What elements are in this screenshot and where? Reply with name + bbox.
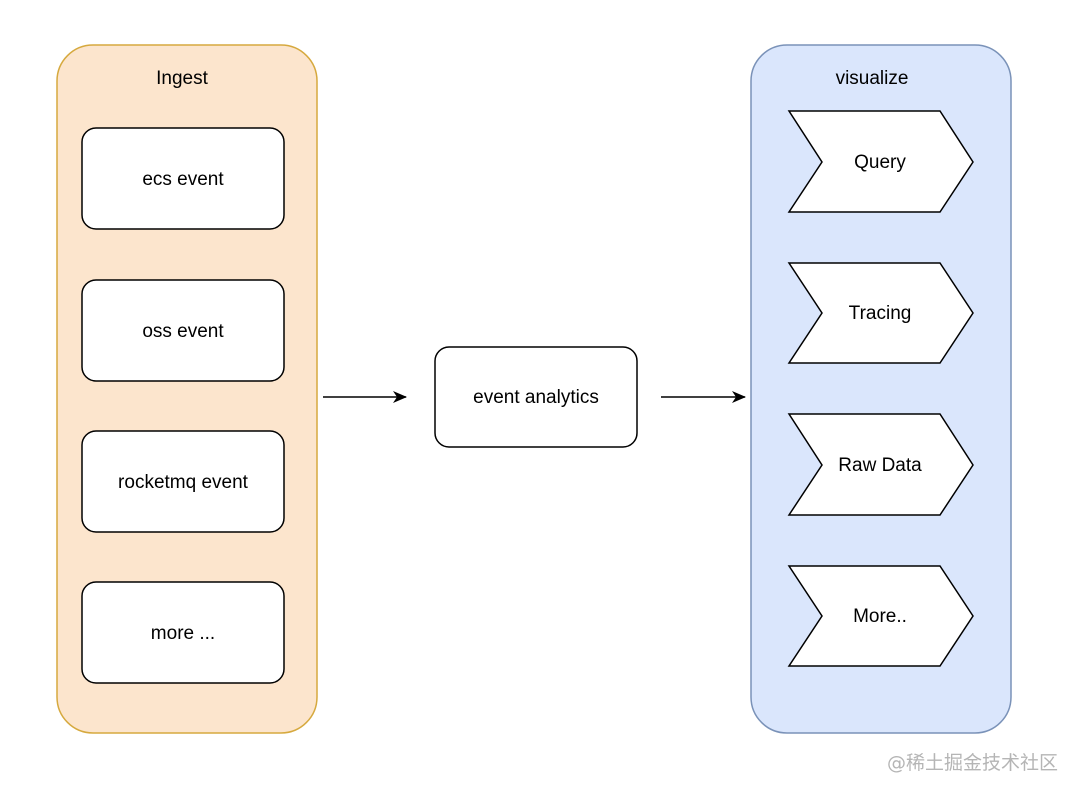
ingest-item-label: rocketmq event [118,472,249,493]
visualize-item-label: Raw Data [838,455,922,476]
ingest-item-oss-event: oss event [81,279,285,382]
ingest-item-rocketmq-event: rocketmq event [81,430,285,533]
ingest-item-more: more ... [81,581,285,684]
ingest-item-ecs-event: ecs event [81,127,285,230]
visualize-container [750,44,1012,734]
watermark-text: @稀土掘金技术社区 [886,752,1058,774]
visualize-item-more: More.. [787,565,974,667]
visualize-item-raw-data: Raw Data [787,413,974,516]
visualize-item-label: Query [854,152,906,173]
ingest-item-label: ecs event [142,169,224,190]
visualize-group: visualize Query Tracing Raw Data More.. [750,44,1012,734]
visualize-title: visualize [836,68,909,89]
visualize-item-label: Tracing [849,303,912,324]
ingest-group: Ingest ecs event oss event rocketmq even… [56,44,318,734]
visualize-item-label: More.. [853,606,907,627]
event-analytics-node: event analytics [434,346,638,448]
ingest-item-label: oss event [142,321,224,342]
event-analytics-label: event analytics [473,387,599,408]
visualize-item-tracing: Tracing [787,262,974,364]
ingest-item-label: more ... [151,623,215,644]
ingest-title: Ingest [156,68,208,89]
visualize-item-query: Query [787,110,974,213]
